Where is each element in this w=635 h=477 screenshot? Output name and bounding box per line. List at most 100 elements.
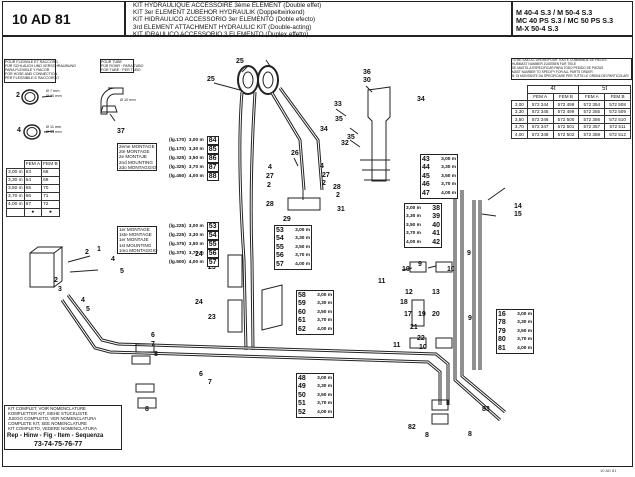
note-line: MAST NUMBER TO SPECIFY FOR ALL PARTS ORD… — [512, 69, 593, 74]
mounting-label-box — [117, 226, 157, 254]
part-callout: 34 — [320, 126, 328, 133]
complete-kit-note: KIT COMPLET, VOIR NOMENCLATURE KOMPLETTE… — [8, 406, 97, 431]
hose-length: 3,00 m — [188, 138, 204, 143]
part-callout: 24 — [195, 251, 203, 258]
model-line: MC 40 PS S.3 / MC 50 PS S.3 — [516, 16, 614, 26]
part-number: 40 — [432, 221, 440, 229]
fem-cell: ● — [41, 208, 60, 217]
part-callout: 30 — [363, 77, 371, 84]
note-line: FÜR ROHR · PARA TUBO — [101, 64, 144, 69]
tube-elbow-icon — [100, 87, 124, 115]
part-callout: 3 — [58, 286, 62, 293]
part-number: 78 — [498, 319, 506, 327]
length: 3,30 m — [441, 165, 456, 171]
mounting-label: 2e MONTAJE — [119, 154, 147, 160]
length: 4,00 m — [441, 190, 456, 196]
length: 3,50 m — [317, 392, 332, 398]
hose-part-number: 53 — [206, 222, 219, 231]
part-callout: 8 — [425, 432, 429, 439]
part-callout: 37 — [117, 128, 125, 135]
length: 3,30 m — [406, 214, 421, 220]
part-callout: 7 — [151, 341, 155, 348]
part-callout: 2 — [54, 277, 58, 284]
part-number: 38 — [432, 204, 440, 212]
length: 4,00 m — [295, 261, 310, 267]
mounting-plate-icon — [227, 254, 243, 288]
hose-gauge: (lg.170) — [169, 138, 186, 143]
part-callout: 25 — [207, 76, 215, 83]
mounting-label: 2do MONTAGGIO — [119, 164, 157, 170]
hose-reel-icon — [237, 65, 259, 95]
note-line: PER FLESSIBILE E RACCORDO — [5, 76, 59, 81]
drawing-frame — [2, 36, 633, 467]
part-callout: 7 — [208, 379, 212, 386]
hose-part-number: 54 — [206, 231, 219, 240]
mounting-label: 1ste MONTAGE — [119, 232, 152, 238]
clamp-icon — [135, 343, 155, 353]
hose-gauge: (lg.225) — [169, 224, 186, 229]
dimension-label: Ø 10 mm — [46, 94, 62, 98]
part-callout: 8 — [145, 406, 149, 413]
length: 3,00 m — [406, 205, 421, 211]
mounting-label-box — [117, 143, 157, 171]
part-number: 46 — [422, 181, 430, 189]
part-callout: 32 — [341, 140, 349, 147]
part-callout: 21 — [410, 324, 418, 331]
hose-gauge: (lg.325) — [169, 156, 186, 161]
hose-gauge: (lg.225) — [169, 233, 186, 238]
hose-clamp-icon — [21, 89, 39, 105]
note-line: KIT COMPLETO, VEDERE NOMENCLATURA — [8, 426, 97, 431]
header-code-box — [2, 1, 125, 36]
part-number: 49 — [298, 383, 306, 391]
length: 3,70 m — [406, 231, 421, 237]
clamp-icon — [431, 399, 449, 411]
part-callout: 36 — [363, 69, 371, 76]
part-number: 79 — [498, 327, 506, 335]
length: 4,00 m — [317, 326, 332, 332]
cylinder-icon — [367, 86, 391, 182]
clamp-icon — [435, 261, 453, 273]
fem-cell: ● — [23, 208, 43, 217]
part-callout: 1 — [97, 246, 101, 253]
hose-part-number: 55 — [206, 240, 219, 249]
part-callout: 5 — [120, 268, 124, 275]
part-callout: 82 — [408, 424, 416, 431]
part-callout: 28 — [266, 201, 274, 208]
dimension-label: Ø 10 mm — [120, 98, 136, 102]
header-models: M 40-4 S.3 / M 50-4 S.3 MC 40 PS S.3 / M… — [516, 8, 614, 34]
hose-length: 3,30 m — [188, 147, 204, 152]
tube-line — [460, 190, 506, 414]
part-callout: 17 — [404, 311, 412, 318]
part-number: 58 — [298, 291, 306, 299]
length: 4,00 m — [517, 345, 532, 351]
part-callout: 24 — [195, 299, 203, 306]
part-callout: 2 — [336, 192, 340, 199]
hose-line — [270, 92, 306, 191]
part-callout: 26 — [291, 150, 299, 157]
part-number: 39 — [432, 213, 440, 221]
part-number: 47 — [422, 189, 430, 197]
tube-line — [454, 190, 501, 421]
part-callout: 28 — [333, 184, 341, 191]
part-callout: 2 — [16, 92, 20, 99]
part-callout: 22 — [417, 335, 425, 342]
hose-gauge: (lg.375) — [169, 251, 186, 256]
hose-gauge: (lg.375) — [169, 242, 186, 247]
part-callout: 34 — [417, 96, 425, 103]
mounting-label: 1er MONTAGE — [119, 227, 150, 232]
length: 4,00 m — [406, 239, 421, 245]
part-number: 80 — [498, 336, 506, 344]
part-callout: 10 — [402, 266, 410, 273]
note-line: COMPLETE KIT, SEE NOMENCLATURE — [8, 421, 87, 426]
part-number: 81 — [498, 344, 506, 352]
hose-gauge: (lg.325) — [169, 165, 186, 170]
length: 3,50 m — [295, 244, 310, 250]
title-es: KIT HIDRAULICO ACCESSORIO 3er ELEMENTO (… — [133, 16, 316, 24]
tube-line — [461, 190, 506, 413]
hose-clamp-icon — [23, 124, 41, 140]
note-line: PARA FLEXIBLE Y RACOR — [5, 68, 50, 73]
